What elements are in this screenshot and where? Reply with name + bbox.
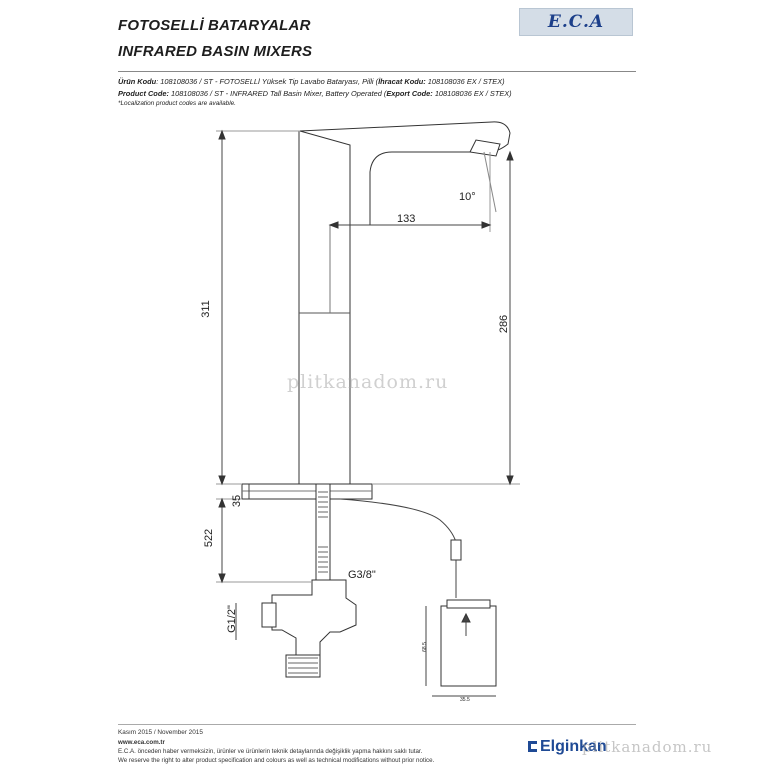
dim-battery-height: 68.5 — [421, 642, 428, 652]
eca-logo-text: E.C.A — [547, 12, 605, 32]
elginkan-logo: Elginkan — [528, 738, 607, 756]
label-ihracat: İhracat Kodu: — [378, 77, 426, 86]
elginkan-logo-mark — [528, 741, 537, 752]
footer-url: www.eca.com.tr — [118, 739, 165, 746]
text-export-code: 108108036 EX / STEX) — [432, 89, 512, 98]
footer-date: Kasım 2015 / November 2015 — [118, 729, 203, 736]
footer-divider — [118, 724, 636, 725]
product-code-en: Product Code: 108108036 / ST - INFRARED … — [118, 89, 512, 98]
sensor-cable — [339, 498, 457, 543]
label-urun-kodu: Ürün Kodu — [118, 77, 157, 86]
text-product-code: 108108036 / ST - INFRARED Tall Basin Mix… — [168, 89, 387, 98]
dim-522: 522 — [203, 528, 216, 548]
spout-tip — [469, 139, 501, 157]
dim-g12: G1/2" — [225, 605, 238, 633]
dim-battery-width: 35.5 — [460, 697, 470, 703]
dim-35: 35 — [231, 494, 244, 508]
label-product-code: Product Code: — [118, 89, 169, 98]
battery-box — [440, 605, 497, 687]
dim-311: 311 — [199, 300, 212, 318]
dim-133: 133 — [397, 213, 416, 225]
watermark-center: plitkanadom.ru — [287, 371, 449, 393]
watermark-footer: plitkanadom.ru — [582, 738, 713, 756]
eca-logo: E.C.A — [519, 8, 633, 36]
faucet-body — [298, 130, 351, 485]
title-tr: FOTOSELLİ BATARYALAR — [118, 17, 311, 34]
dim-angle: 10° — [459, 191, 476, 203]
localization-note: *Localization product codes are availabl… — [118, 100, 236, 107]
label-export-code: Export Code: — [386, 89, 433, 98]
dim-thread: G3/8" — [348, 569, 376, 581]
header-divider — [118, 71, 636, 72]
title-en: INFRARED BASIN MIXERS — [118, 43, 313, 60]
text-urun-kodu: : 108108036 / ST - FOTOSELLİ Yüksek Tip … — [156, 77, 379, 86]
elginkan-logo-text: Elginkan — [540, 738, 607, 755]
angle-valve — [271, 579, 357, 661]
footer-note-tr: E.C.A. önceden haber vermeksizin, ürünle… — [118, 748, 423, 755]
product-code-tr: Ürün Kodu: 108108036 / ST - FOTOSELLİ Yü… — [118, 77, 505, 86]
footer-note-en: We reserve the right to alter product sp… — [118, 757, 435, 764]
dim-286: 286 — [498, 314, 511, 334]
text-ihracat: 108108036 EX / STEX) — [425, 77, 505, 86]
